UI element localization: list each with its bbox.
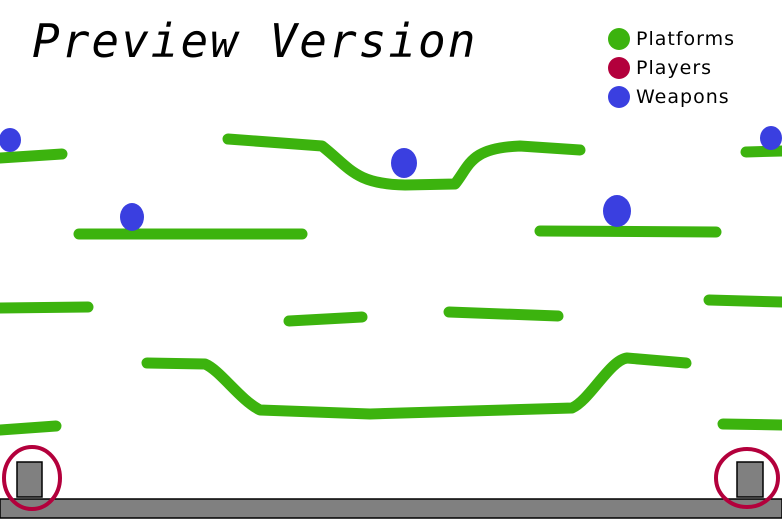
legend-label: Platforms: [636, 27, 736, 50]
legend-label: Weapons: [636, 85, 730, 108]
weapon-pickup: [603, 195, 631, 227]
platform-low-right: [717, 418, 782, 431]
weapon-pickup: [760, 126, 782, 150]
legend-item-weapons: Weapons: [608, 82, 778, 111]
player-right: [714, 447, 780, 509]
player-spawn-marker: [2, 445, 62, 511]
platform-mid-small: [283, 311, 368, 327]
player-left: [2, 445, 62, 511]
legend-item-players: Players: [608, 53, 778, 82]
player-spawn-marker: [714, 447, 780, 509]
weapon-pickup: [391, 148, 417, 178]
platforms: [0, 133, 782, 436]
platform-mid-left: [0, 301, 94, 314]
green-dot-icon: [608, 27, 630, 50]
platform-lower-bowl: [141, 352, 692, 420]
platform-top-right: [740, 145, 782, 158]
weapons: [0, 126, 782, 231]
player-body: [16, 461, 43, 498]
legend: Platforms Players Weapons: [608, 24, 778, 111]
legend-label: Players: [636, 56, 713, 79]
platform-top-left: [0, 148, 68, 164]
blue-dot-icon: [608, 85, 630, 108]
platform-mid-center: [443, 306, 564, 322]
player-body: [736, 461, 764, 498]
page-title: Preview Version: [32, 14, 478, 68]
red-dot-icon: [608, 56, 630, 79]
weapon-pickup: [0, 128, 21, 152]
platform-low-left: [0, 420, 62, 436]
legend-item-platforms: Platforms: [608, 24, 778, 53]
platform-top-center-curve: [222, 133, 586, 191]
platform-mid-right: [703, 294, 782, 308]
ground-floor: [0, 498, 782, 519]
platform-upper-right: [534, 225, 722, 238]
weapon-pickup: [120, 203, 144, 231]
